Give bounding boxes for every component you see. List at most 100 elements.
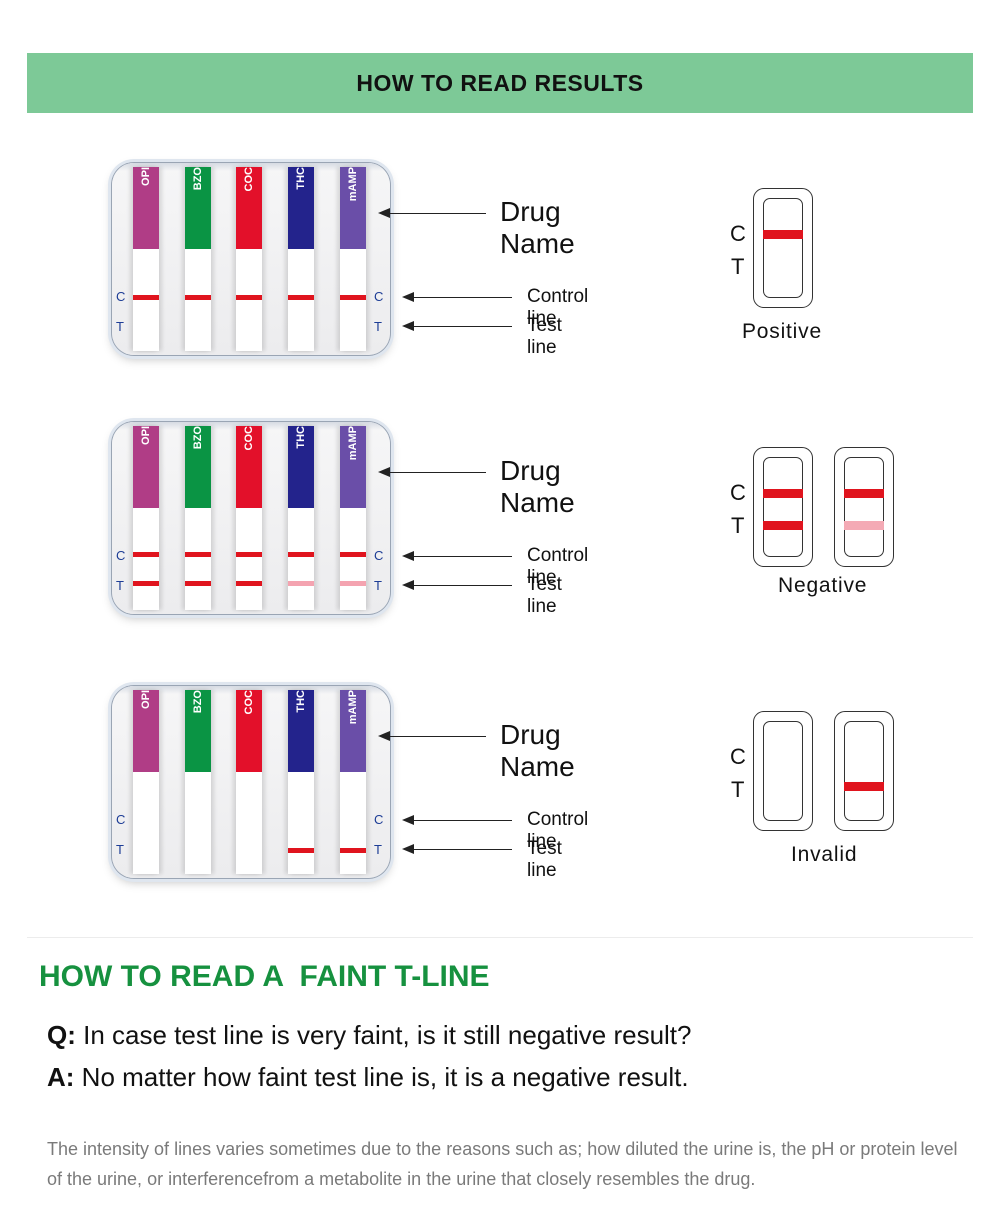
section-divider <box>27 937 973 938</box>
test-line-label: Test line <box>527 574 562 617</box>
cassette-letter-c: C <box>730 744 746 769</box>
cassette-letter-t: T <box>731 777 745 802</box>
strip-drug-label: COC <box>243 690 255 715</box>
drug-name-label: Drug Name <box>500 196 575 259</box>
test-strip-opi: OPI <box>133 426 159 610</box>
strip-drug-band: THC <box>288 690 314 772</box>
test-strip-coc: COC <box>236 426 262 610</box>
strip-drug-label: THC <box>295 426 307 449</box>
test-line-arrow <box>412 849 512 850</box>
result-cassette <box>753 711 813 831</box>
test-strip-bzo: BZO <box>185 426 211 610</box>
cassette-window <box>763 721 803 821</box>
panel-letter-c: C <box>374 812 384 827</box>
strip-drug-band: COC <box>236 690 262 772</box>
strip-control-line <box>288 295 314 300</box>
test-line-arrow <box>412 585 512 586</box>
control-line-label: Control line <box>527 809 589 852</box>
page-title: HOW TO READ RESULTS <box>356 69 644 96</box>
drug-name-arrow <box>388 736 486 737</box>
panel-letter-t: T <box>116 578 124 593</box>
drug-name-label: Drug Name <box>500 719 575 782</box>
cassette-letter-c: C <box>730 221 746 246</box>
result-cassette <box>753 188 813 308</box>
strip-drug-band: COC <box>236 167 262 249</box>
strip-drug-label: THC <box>295 167 307 190</box>
drug-name-label: Drug Name <box>500 455 575 518</box>
question-row: Q: In case test line is very faint, is i… <box>47 1020 692 1051</box>
panel-letter-c: C <box>374 548 384 563</box>
strip-drug-label: mAMP <box>347 690 359 725</box>
faint-section-title: HOW TO READ A FAINT T-LINE <box>39 960 490 993</box>
strip-drug-label: mAMP <box>347 426 359 461</box>
panel-letter-c: C <box>116 289 126 304</box>
test-strip-thc: THC <box>288 690 314 874</box>
control-line-label: Control line <box>527 286 589 329</box>
panel-letter-c: C <box>374 289 384 304</box>
strip-test-line <box>340 848 366 853</box>
cassette-window <box>763 457 803 557</box>
answer-prefix: A: <box>47 1062 75 1092</box>
strip-drug-label: OPI <box>140 426 152 445</box>
test-line-arrow-head-icon <box>402 321 414 331</box>
panel-letter-t: T <box>374 319 382 334</box>
strip-drug-band: mAMP <box>340 426 366 508</box>
test-strip-bzo: BZO <box>185 690 211 874</box>
test-strip-mamp: mAMP <box>340 690 366 874</box>
explanation-note: The intensity of lines varies sometimes … <box>47 1139 958 1189</box>
cassette-control-line <box>844 489 884 498</box>
panel-letter-c: C <box>116 812 126 827</box>
cassette-window <box>844 457 884 557</box>
test-strip-coc: COC <box>236 690 262 874</box>
result-label-positive: Positive <box>742 320 822 343</box>
strip-control-line <box>236 295 262 300</box>
test-strip-mamp: mAMP <box>340 167 366 351</box>
test-line-label: Test line <box>527 315 562 358</box>
test-strip-bzo: BZO <box>185 167 211 351</box>
drug-name-arrow-head-icon <box>378 731 390 741</box>
panel-letter-c: C <box>116 548 126 563</box>
strip-control-line <box>340 295 366 300</box>
control-line-arrow <box>412 297 512 298</box>
strip-control-line <box>133 552 159 557</box>
strip-drug-band: THC <box>288 167 314 249</box>
result-cassette <box>834 447 894 567</box>
question-text: In case test line is very faint, is it s… <box>75 1020 692 1050</box>
strip-control-line <box>340 552 366 557</box>
panel-letter-t: T <box>374 578 382 593</box>
test-line-arrow-head-icon <box>402 580 414 590</box>
result-cassette <box>753 447 813 567</box>
strip-test-line <box>133 581 159 586</box>
strip-drug-label: BZO <box>192 426 204 450</box>
test-strip-thc: THC <box>288 167 314 351</box>
cassette-window <box>844 721 884 821</box>
test-line-arrow-head-icon <box>402 844 414 854</box>
test-strip-mamp: mAMP <box>340 426 366 610</box>
test-strip-opi: OPI <box>133 690 159 874</box>
control-line-label: Control line <box>527 545 589 588</box>
strip-drug-label: OPI <box>140 690 152 709</box>
test-line-arrow <box>412 326 512 327</box>
strip-test-line <box>236 581 262 586</box>
question-prefix: Q: <box>47 1020 76 1050</box>
strip-drug-label: COC <box>243 426 255 451</box>
answer-row: A: No matter how faint test line is, it … <box>47 1062 689 1093</box>
strip-drug-band: mAMP <box>340 690 366 772</box>
cassette-test-line <box>763 521 803 530</box>
strip-test-line <box>288 848 314 853</box>
panel-letter-t: T <box>116 319 124 334</box>
strip-drug-band: OPI <box>133 690 159 772</box>
test-line-label: Test line <box>527 838 562 881</box>
strip-drug-band: mAMP <box>340 167 366 249</box>
strip-test-line <box>340 581 366 586</box>
drug-name-arrow-head-icon <box>378 208 390 218</box>
drug-name-arrow <box>388 213 486 214</box>
strip-drug-band: THC <box>288 426 314 508</box>
header-band: HOW TO READ RESULTS <box>27 53 973 113</box>
strip-drug-band: BZO <box>185 167 211 249</box>
strip-control-line <box>236 552 262 557</box>
panel-letter-t: T <box>116 842 124 857</box>
answer-text: No matter how faint test line is, it is … <box>74 1062 689 1092</box>
